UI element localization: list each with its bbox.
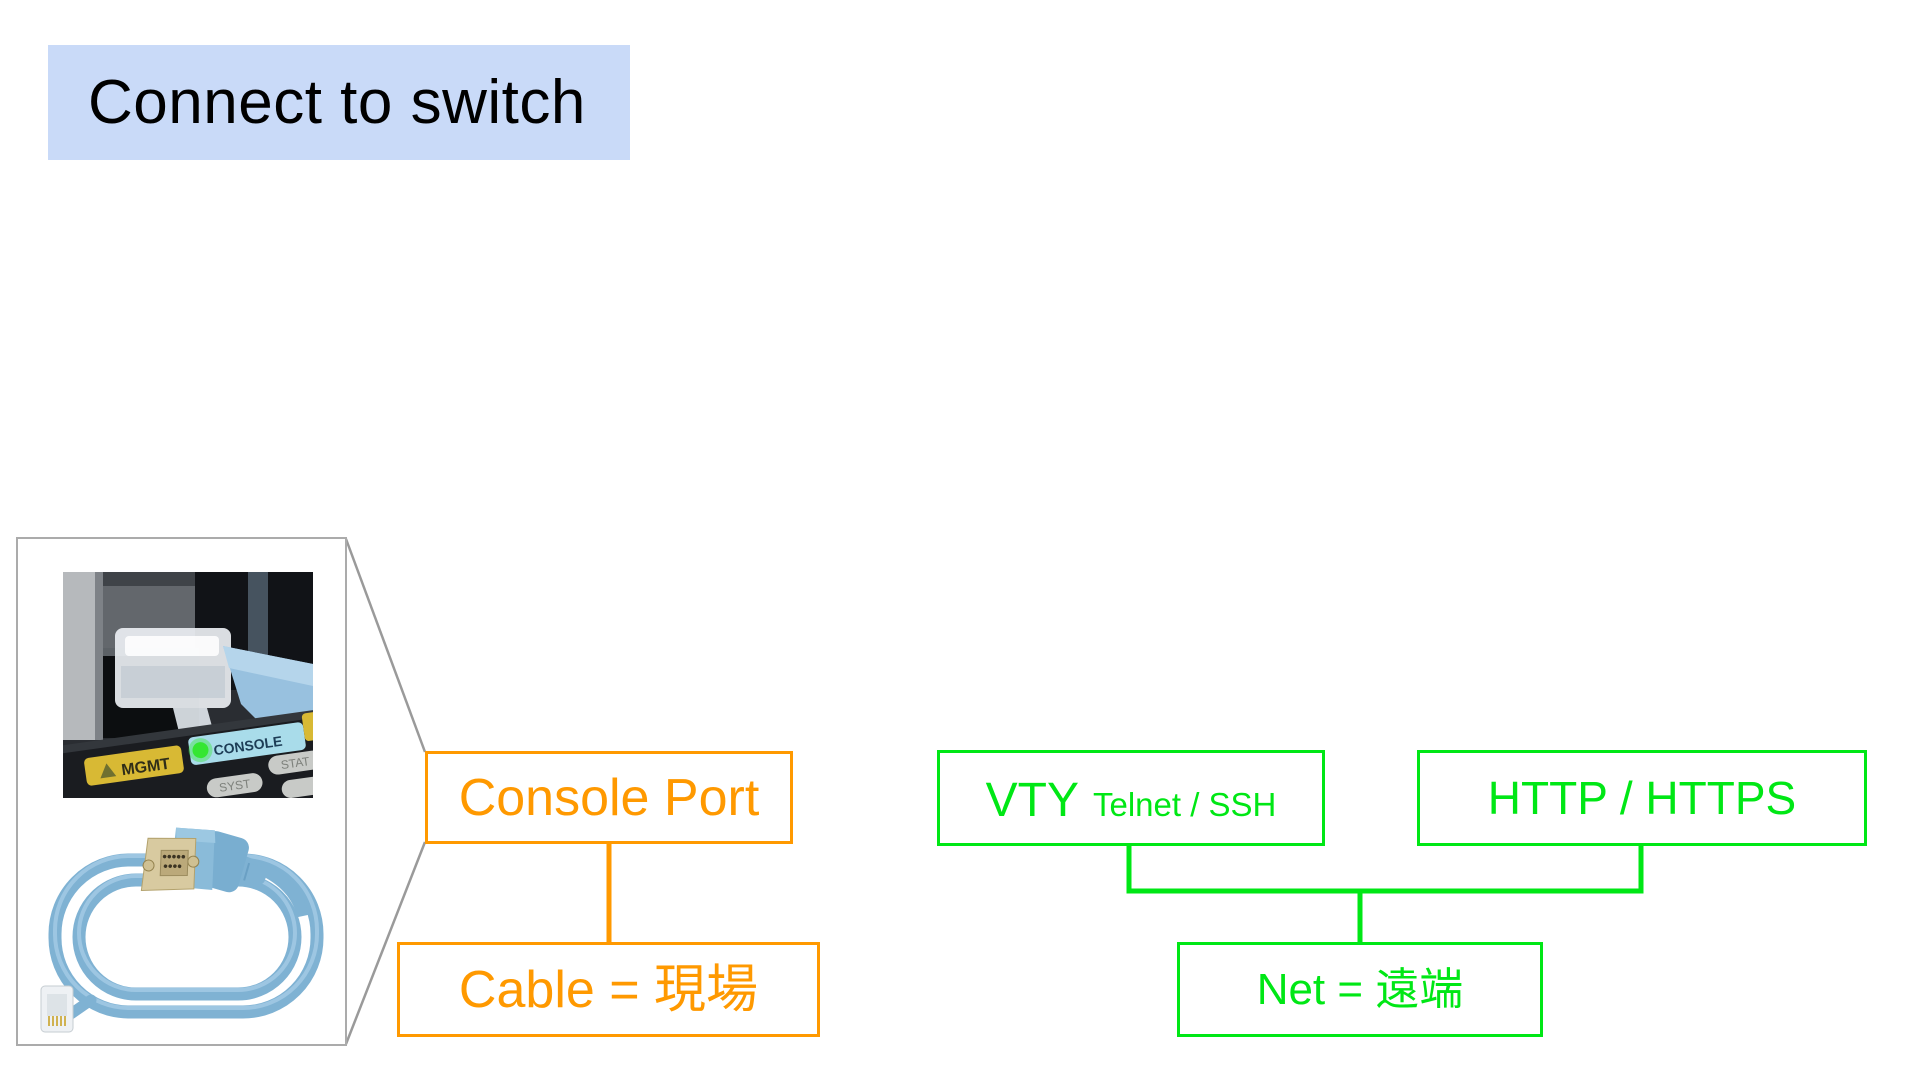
console-cable-photo	[25, 818, 345, 1040]
db9-pins	[162, 854, 186, 869]
rj45-plug	[40, 985, 74, 1033]
photo-callout-box: MGMT CONSOLE SYST STAT	[16, 537, 347, 1046]
http-box: HTTP / HTTPS	[1417, 750, 1867, 846]
partial-label	[301, 711, 313, 741]
slide-title: Connect to switch	[88, 67, 586, 137]
vty-sublabel: Telnet / SSH	[1092, 786, 1277, 823]
syst-button-text: SYST	[218, 777, 252, 795]
console-label	[188, 722, 306, 765]
console-port-box: Console Port	[425, 751, 793, 844]
callout-line-bottom	[344, 841, 427, 1045]
vty-box: VTY Telnet / SSH	[937, 750, 1325, 846]
mgmt-label-text: MGMT	[120, 756, 171, 780]
console-led	[192, 742, 209, 759]
vty-label: VTY	[985, 774, 1079, 827]
net-box: Net = 遠端	[1177, 942, 1543, 1037]
console-port-label: Console Port	[458, 768, 760, 827]
switch-bezel: MGMT CONSOLE SYST STAT	[63, 703, 313, 798]
syst-button	[206, 773, 263, 798]
partial-button	[281, 774, 313, 798]
db9-screw	[142, 859, 155, 872]
cable-box: Cable = 現場	[397, 942, 820, 1037]
console-port-photo: MGMT CONSOLE SYST STAT	[63, 572, 313, 798]
db9-connector	[140, 827, 267, 893]
title-block: Connect to switch	[48, 45, 630, 160]
callout-line-top	[344, 538, 427, 753]
mgmt-triangle-icon	[100, 763, 117, 779]
net-label: Net = 遠端	[1256, 964, 1464, 1014]
cable-label: Cable = 現場	[458, 960, 759, 1019]
http-label: HTTP / HTTPS	[1487, 772, 1797, 824]
stat-button	[268, 750, 313, 775]
stat-button-text: STAT	[280, 754, 311, 772]
